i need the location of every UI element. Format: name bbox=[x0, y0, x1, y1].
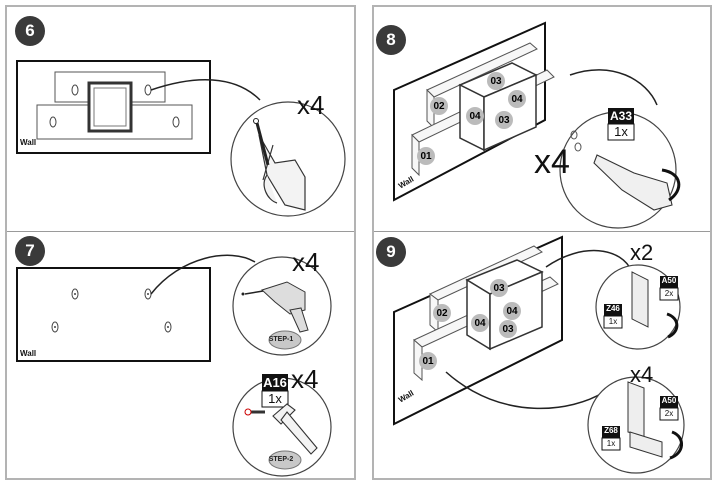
step-9-box-02: 02 bbox=[433, 304, 451, 322]
right-divider bbox=[374, 231, 710, 232]
step-9-top-part-qty-0: 2x bbox=[664, 289, 674, 298]
step-8-multiplier: x4 bbox=[534, 143, 570, 181]
step-8-illustration bbox=[393, 21, 681, 229]
step-9-top-part-qty-1: 1x bbox=[608, 317, 618, 326]
step-7-step2-label: STEP-2 bbox=[268, 456, 294, 463]
left-divider bbox=[7, 231, 354, 232]
step-8-box-03b: 03 bbox=[495, 111, 513, 129]
step-8-box-04b: 04 bbox=[508, 90, 526, 108]
step-7-wall-label: Wall bbox=[20, 349, 37, 358]
step-7-drill-multiplier: x4 bbox=[292, 247, 320, 277]
step-7-part-qty: 1x bbox=[268, 391, 282, 406]
step-6-badge: 6 bbox=[15, 16, 45, 46]
step-9-badge: 9 bbox=[376, 237, 406, 267]
step-9-top-part-code-0: A50 bbox=[661, 276, 677, 285]
step-8-part-code: A33 bbox=[609, 109, 632, 123]
step-9-bottom-multiplier: x4 bbox=[630, 362, 654, 387]
step-9-bottom-part-code-0: A50 bbox=[661, 396, 677, 405]
step-6-multiplier: x4 bbox=[297, 90, 325, 120]
step-6-wall-label: Wall bbox=[20, 138, 37, 147]
step-7-anchor-multiplier: x4 bbox=[291, 364, 319, 394]
step-8-box-01: 01 bbox=[417, 147, 435, 165]
step-7-illustration bbox=[16, 254, 332, 477]
step-8-part-qty: 1x bbox=[614, 124, 628, 139]
step-9-box-04a: 04 bbox=[471, 314, 489, 332]
step-9-top-multiplier: x2 bbox=[630, 240, 654, 265]
step-9-box-04b: 04 bbox=[503, 302, 521, 320]
step-9-bottom-part-qty-1: 1x bbox=[606, 439, 616, 448]
step-8-box-03a: 03 bbox=[487, 72, 505, 90]
step-6-illustration bbox=[16, 60, 346, 217]
step-8-box-02: 02 bbox=[430, 97, 448, 115]
step-9-bottom-part-qty-0: 2x bbox=[664, 409, 674, 418]
step-8-badge: 8 bbox=[376, 25, 406, 55]
step-9-bottom-part-code-1: Z68 bbox=[604, 426, 618, 435]
step-8-box-04a: 04 bbox=[466, 107, 484, 125]
step-7-badge: 7 bbox=[15, 236, 45, 266]
step-9-box-01: 01 bbox=[419, 352, 437, 370]
step-7-part-code: A16 bbox=[263, 375, 287, 390]
step-9-box-03a: 03 bbox=[490, 279, 508, 297]
step-9-box-03b: 03 bbox=[499, 320, 517, 338]
step-9-top-part-code-1: Z46 bbox=[606, 304, 620, 313]
step-7-step1-label: STEP-1 bbox=[268, 336, 294, 343]
